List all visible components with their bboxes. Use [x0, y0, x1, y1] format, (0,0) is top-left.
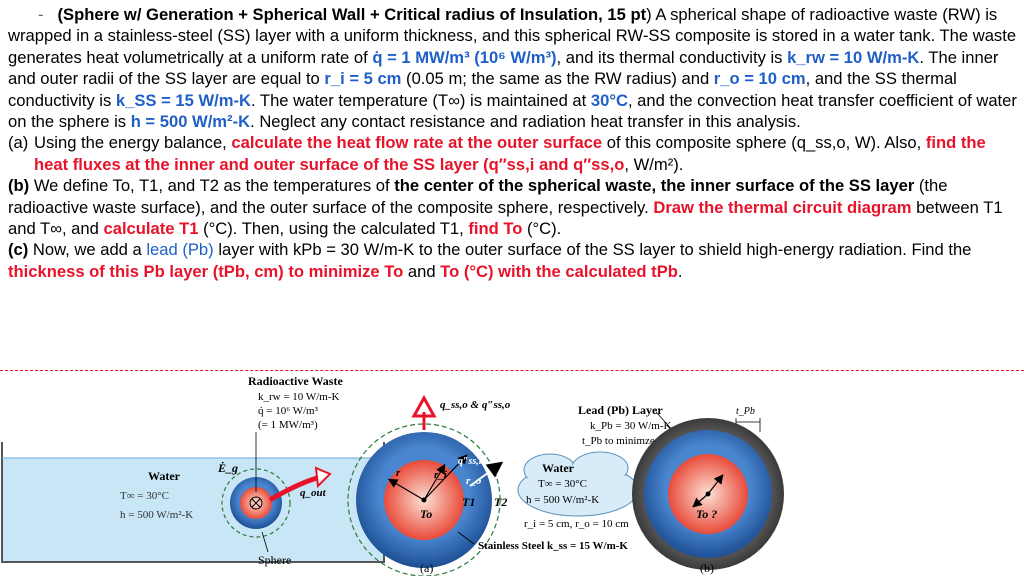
ri-label: r_i	[434, 469, 448, 481]
rw-q2: (= 1 MW/m³)	[258, 419, 318, 431]
part-a-1: Using the energy balance,	[34, 133, 232, 153]
part-b-4: (°C). Then, using the calculated T1,	[198, 219, 469, 239]
main-sphere	[347, 423, 504, 576]
q-top-arrow	[411, 394, 437, 430]
intro-5: , and the SS thermal conductivity is	[8, 69, 957, 110]
small-sphere	[221, 432, 291, 553]
eg-label: Ė_g	[217, 461, 238, 475]
q-inner-label: q″ss,i	[458, 456, 482, 467]
radii-label: r_i = 5 cm, r_o = 10 cm	[524, 518, 629, 530]
bullet: -	[38, 5, 44, 24]
sphere-label: Sphere	[258, 553, 291, 567]
water-label-b: Water	[542, 461, 575, 475]
part-b-red-1: Draw the thermal circuit diagram	[653, 197, 912, 217]
part-b-red-2: calculate T1	[103, 219, 199, 239]
water-cloud	[517, 451, 639, 517]
water-label-a: Water	[148, 469, 181, 483]
pb-sphere	[632, 418, 784, 570]
pb-k: k_Pb = 30 W/m-K	[590, 420, 672, 432]
tinf-value: 30°C	[590, 90, 628, 110]
part-c-3: and	[403, 261, 441, 281]
part-b-label: (b)	[8, 176, 30, 196]
part-a-3: , W/m²).	[624, 154, 684, 174]
part-b-3: between T1 and T∞, and	[8, 197, 1003, 239]
part-c-red: thickness of this Pb layer (tPb, cm) to …	[8, 261, 404, 281]
figure-label-a: (a)	[420, 561, 433, 575]
part-c-blue: lead (Pb)	[146, 240, 214, 260]
ro-label: r_o	[466, 475, 482, 487]
ss-label: Stainless Steel k_ss = 15 W/m-K	[478, 540, 628, 552]
rw-title: Radioactive Waste	[248, 374, 343, 388]
to-label: To	[420, 507, 432, 521]
r-label: r	[396, 467, 401, 479]
part-b-bold: the center of the spherical waste, the i…	[394, 176, 915, 196]
part-a-red-1: calculate the heat flow rate at the oute…	[231, 133, 603, 153]
water-tank	[1, 442, 385, 563]
intro-3: . The inner and outer radii of the SS la…	[8, 47, 999, 89]
tinf-label-b: T∞ = 30°C	[538, 478, 587, 490]
rw-k: k_rw = 10 W/m-K	[258, 391, 340, 403]
part-b-red-3: find To	[468, 219, 523, 239]
part-c-4: .	[677, 261, 683, 281]
kss-value: k_SS = 15 W/m-K	[115, 90, 252, 110]
part-c-2: layer with kPb = 30 W/m-K to the outer s…	[213, 240, 972, 260]
t2-label: T2	[494, 495, 507, 509]
tpb-label: t_Pb	[736, 406, 755, 417]
h-label-a: h = 500 W/m²-K	[120, 509, 193, 521]
title-close: )	[646, 5, 652, 24]
qout-label: q_out	[300, 487, 327, 499]
intro-7: , and the convection heat transfer coeff…	[8, 90, 1017, 132]
part-b-1: We define To, T1, and T2 as the temperat…	[29, 176, 395, 196]
intro-6: . The water temperature (T∞) is maintain…	[251, 90, 591, 110]
ro-value: r_o = 10 cm	[713, 69, 806, 89]
ri-value: r_i = 5 cm	[324, 69, 402, 89]
h-label-b: h = 500 W/m²-K	[526, 494, 599, 506]
h-value: h = 500 W/m²-K	[130, 112, 251, 132]
intro-1: A spherical shape of radioactive waste (…	[8, 5, 1017, 67]
part-a-label: (a)	[8, 133, 29, 153]
tinf-label-a: T∞ = 30°C	[120, 490, 169, 502]
qout-arrow	[314, 466, 332, 489]
figure-label-b: (b)	[700, 561, 714, 575]
part-c-1: Now, we add a	[28, 240, 147, 260]
to-question-label: To ?	[696, 507, 717, 521]
intro-4: (0.05 m; the same as the RW radius) and	[401, 69, 714, 89]
part-b-2: (the radioactive waste surface), and the…	[8, 176, 948, 217]
part-a-2: of this composite sphere (q_ss,o, W). Al…	[602, 133, 926, 153]
part-a-red-2: find the heat fluxes at the inner and ou…	[34, 133, 986, 174]
part-b-5: (°C).	[522, 219, 562, 239]
section-divider	[0, 370, 1024, 371]
qdot-value: q̇ = 1 MW/m³ (10⁶ W/m³)	[372, 47, 557, 67]
t1-label: T1	[462, 495, 475, 509]
problem-title: (Sphere w/ Generation + Spherical Wall +…	[57, 5, 647, 24]
pb-title: Lead (Pb) Layer	[578, 403, 663, 417]
intro-2: , and its thermal conductivity is	[556, 47, 788, 67]
problem-text: -(Sphere w/ Generation + Spherical Wall …	[8, 4, 1018, 282]
rw-q: q̇ = 10⁶ W/m³	[258, 405, 319, 417]
intro-8: . Neglect any contact resistance and rad…	[250, 112, 801, 132]
krw-value: k_rw = 10 W/m-K	[787, 47, 920, 67]
figure: Radioactive Waste k_rw = 10 W/m-K q̇ = 1…	[1, 374, 784, 576]
part-c-label: (c)	[8, 240, 29, 260]
q-top-label: q_ss,o & q″ss,o	[440, 399, 511, 411]
part-c-red-2: To (°C) with the calculated tPb	[440, 261, 678, 281]
